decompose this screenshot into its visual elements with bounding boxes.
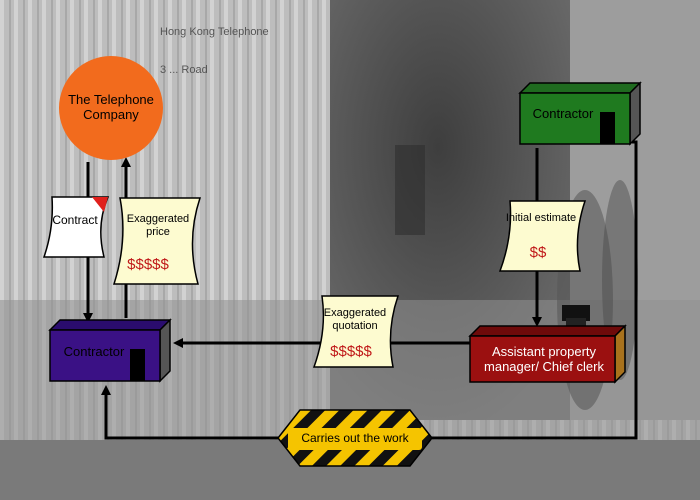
exaggerated-price-amount: $$$$$ <box>127 256 169 273</box>
initial-estimate-document <box>498 200 587 272</box>
exaggerated-price-document <box>112 197 202 285</box>
exaggerated-price-label: Exaggerated price <box>126 213 190 238</box>
contractor-left-node <box>48 318 172 383</box>
building-sign-line2: 3 ... Road <box>160 64 208 76</box>
exaggerated-quotation-amount: $$$$$ <box>330 343 372 360</box>
door-icon <box>130 349 145 381</box>
exaggerated-quotation-label: Exaggerated quotation <box>323 307 387 332</box>
door-icon <box>600 112 615 144</box>
building-sign-line1: Hong Kong Telephone <box>160 26 269 38</box>
contract-document <box>42 196 110 258</box>
assistant-label: Assistant property manager/ Chief clerk <box>484 344 604 374</box>
assistant-node <box>468 305 627 384</box>
initial-estimate-label: Initial estimate <box>505 212 577 224</box>
telephone-company-label: The Telephone Company <box>68 92 154 122</box>
contractor-top-label: Contractor <box>532 106 594 121</box>
contractor-left-label: Contractor <box>63 344 125 359</box>
phone-icon <box>562 305 590 321</box>
arrow-work-loop <box>101 140 638 440</box>
contract-label: Contract <box>52 213 98 227</box>
telephone-company-node <box>59 56 163 160</box>
contract-corner-mark <box>92 197 108 212</box>
contractor-top-node <box>518 81 642 146</box>
carries-out-work-banner <box>277 409 433 467</box>
banner-label: Carries out the work <box>301 431 409 445</box>
exaggerated-quotation-document <box>312 295 400 368</box>
initial-estimate-amount: $$ <box>529 244 547 261</box>
